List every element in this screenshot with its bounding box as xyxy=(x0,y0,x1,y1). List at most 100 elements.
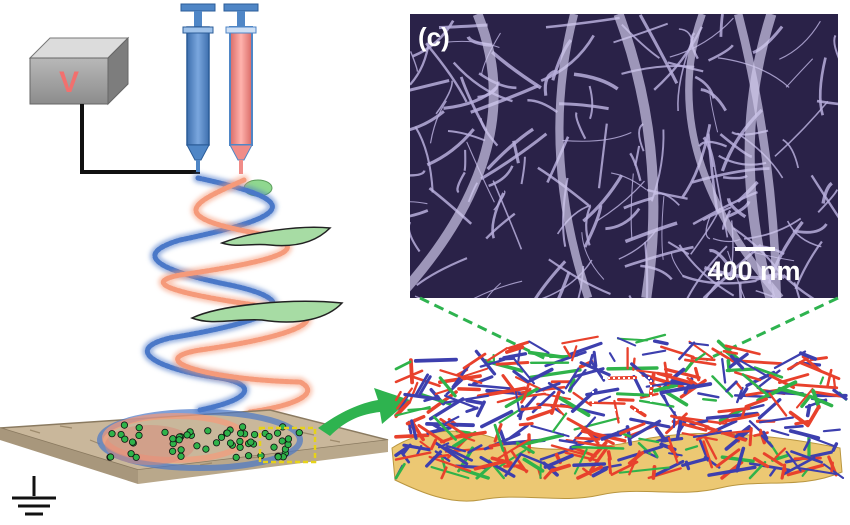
membrane-fiber xyxy=(495,361,530,366)
sem-fiber xyxy=(414,126,434,193)
membrane-fiber xyxy=(663,367,701,380)
membrane-fiber xyxy=(683,359,695,373)
membrane-fiber xyxy=(588,441,608,462)
membrane-fiber xyxy=(493,423,505,452)
membrane-fiber xyxy=(557,395,591,418)
sem-fiber xyxy=(726,198,747,219)
membrane-fiber xyxy=(443,446,474,462)
membrane-fiber xyxy=(671,420,708,432)
membrane-fiber xyxy=(461,367,489,378)
membrane-fiber xyxy=(684,460,691,471)
sem-fiber xyxy=(767,220,804,285)
membrane-fiber xyxy=(790,450,823,464)
sem-fiber xyxy=(556,204,592,235)
membrane-fiber xyxy=(571,446,597,458)
membrane-fiber xyxy=(725,380,738,393)
panel-label: (c) xyxy=(418,22,450,52)
droplet-dot xyxy=(245,452,253,460)
membrane-fiber xyxy=(440,466,448,480)
sem-fiber xyxy=(709,248,730,266)
membrane-fiber xyxy=(659,382,713,395)
sem-fiber xyxy=(412,19,455,58)
droplet-dot xyxy=(265,432,273,441)
membrane-fiber xyxy=(394,400,411,418)
membrane-fiber xyxy=(632,374,645,398)
membrane-fiber xyxy=(528,367,554,383)
membrane-fiber xyxy=(638,437,660,444)
membrane-fiber xyxy=(629,405,647,418)
membrane-fiber xyxy=(396,387,413,410)
membrane-fiber xyxy=(535,382,561,393)
droplet-dot xyxy=(177,452,185,460)
sem-thick-fiber xyxy=(685,14,784,298)
droplet-dot xyxy=(273,429,282,437)
fiber-jets xyxy=(142,173,313,417)
sem-fiber xyxy=(640,264,673,281)
membrane-fiber xyxy=(498,407,523,424)
membrane-fiber xyxy=(606,450,612,461)
membrane-fiber xyxy=(702,398,718,402)
membrane-fiber xyxy=(498,356,516,361)
sem-fiber xyxy=(410,170,426,177)
membrane-fiber xyxy=(497,438,531,460)
membrane-fiber xyxy=(652,383,679,393)
membrane-fiber xyxy=(428,455,472,473)
membrane-fiber xyxy=(592,350,598,368)
green-ribbon-upper xyxy=(219,226,332,247)
membrane-fiber xyxy=(571,345,578,362)
membrane-fiber xyxy=(417,375,432,398)
membrane-fiber xyxy=(476,386,527,399)
sem-fiber xyxy=(611,172,647,191)
membrane-fiber xyxy=(684,358,717,366)
sem-fiber xyxy=(705,279,721,298)
membrane-fiber xyxy=(568,368,587,392)
membrane-fiber xyxy=(800,396,810,408)
sem-fiber xyxy=(638,123,645,152)
membrane-fiber xyxy=(417,424,446,444)
membrane-fiber xyxy=(735,446,746,473)
membrane-fiber xyxy=(527,350,568,360)
membrane-fiber xyxy=(823,463,845,479)
membrane-fiber xyxy=(561,335,599,345)
membrane-fiber xyxy=(831,442,839,452)
droplet-dot xyxy=(127,450,135,458)
sem-fiber xyxy=(821,181,833,204)
membrane-fiber xyxy=(768,392,788,417)
membrane-fiber xyxy=(629,417,671,429)
membrane-fiber xyxy=(514,376,545,392)
sem-fiber xyxy=(671,252,684,278)
sem-fiber xyxy=(435,80,453,115)
droplet-dot xyxy=(284,435,293,443)
sem-fiber xyxy=(520,156,526,185)
membrane-fiber xyxy=(744,397,768,409)
sem-fiber xyxy=(410,51,419,72)
nanofiber-membrane-3d xyxy=(391,333,848,502)
membrane-fiber xyxy=(549,463,571,473)
sem-thick-fiber xyxy=(555,14,593,298)
membrane-fiber xyxy=(509,449,528,474)
membrane-fiber xyxy=(656,371,694,385)
deposited-fiber-mat xyxy=(97,409,317,471)
sem-fiber xyxy=(456,171,466,194)
droplet-dot xyxy=(274,453,282,461)
membrane-fiber xyxy=(717,406,751,414)
membrane-fiber xyxy=(394,360,412,371)
membrane-fiber xyxy=(457,387,481,392)
membrane-fiber xyxy=(504,387,539,409)
membrane-fiber xyxy=(579,361,611,377)
membrane-fiber xyxy=(507,340,530,350)
membrane-fiber xyxy=(783,424,804,429)
membrane-fiber xyxy=(522,383,530,400)
membrane-fiber xyxy=(551,412,568,433)
membrane-fiber xyxy=(530,424,570,438)
sem-fiber xyxy=(486,282,502,298)
sem-fiber xyxy=(818,57,827,116)
membrane-fiber xyxy=(438,376,457,398)
sem-thick-fiber xyxy=(613,14,659,298)
membrane-fiber xyxy=(715,448,741,468)
sem-fiber xyxy=(473,280,523,298)
sem-fiber xyxy=(541,259,593,298)
membrane-fiber xyxy=(711,347,736,364)
droplet-dot xyxy=(128,438,137,446)
syringe-blue xyxy=(180,3,216,172)
